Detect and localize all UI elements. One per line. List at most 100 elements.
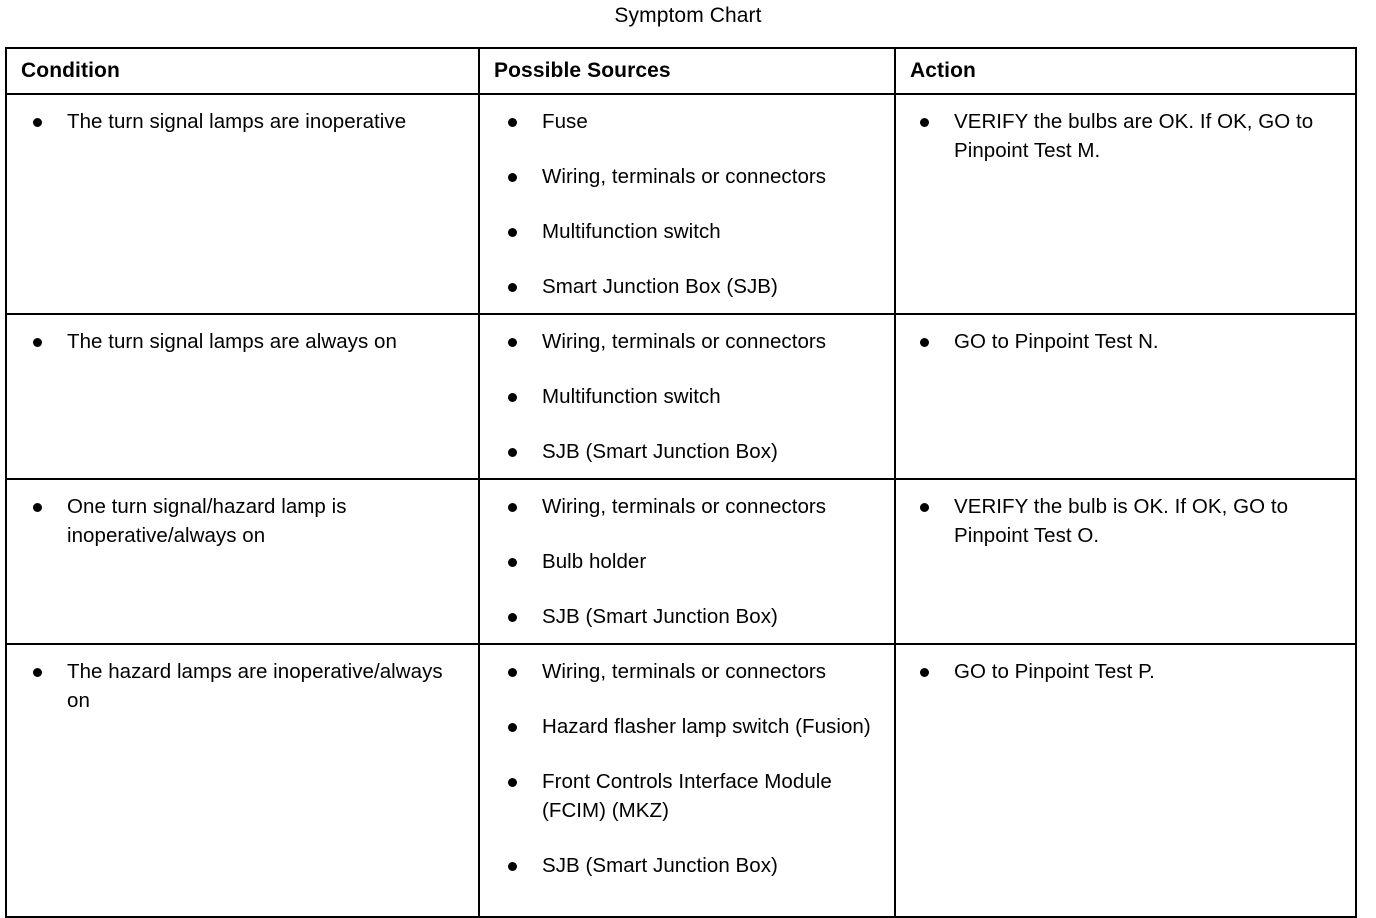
bullet-icon	[508, 338, 517, 347]
cell-condition: The hazard lamps are inoperative/always …	[5, 643, 480, 918]
sources-list: Wiring, terminals or connectors Multifun…	[480, 315, 894, 478]
bullet-icon	[508, 668, 517, 677]
table-header: Condition Possible Sources Action	[5, 47, 1357, 95]
action-list: GO to Pinpoint Test P.	[896, 645, 1355, 698]
bullet-icon	[920, 668, 929, 677]
list-item: The hazard lamps are inoperative/always …	[33, 657, 470, 715]
list-item-text: Fuse	[542, 110, 588, 133]
list-item-text: SJB (Smart Junction Box)	[542, 854, 778, 877]
list-item: Front Controls Interface Module (FCIM) (…	[508, 767, 886, 825]
table-row: One turn signal/hazard lamp is inoperati…	[5, 478, 1357, 645]
symptom-chart-table: Condition Possible Sources Action	[5, 47, 1357, 918]
list-item-text: Front Controls Interface Module (FCIM) (…	[542, 770, 832, 822]
bullet-icon	[508, 613, 517, 622]
list-item-text: SJB (Smart Junction Box)	[542, 440, 778, 463]
list-item-text: Smart Junction Box (SJB)	[542, 275, 778, 298]
list-item-text: The hazard lamps are inoperative/always …	[67, 660, 443, 712]
list-item: The turn signal lamps are always on	[33, 327, 470, 356]
bullet-icon	[508, 228, 517, 237]
cell-possible-sources: Wiring, terminals or connectors Bulb hol…	[478, 478, 896, 645]
column-header-condition-label: Condition	[21, 59, 120, 82]
list-item: SJB (Smart Junction Box)	[508, 851, 886, 880]
table-row: The turn signal lamps are always on Wiri…	[5, 313, 1357, 480]
column-header-action: Action	[894, 47, 1357, 95]
list-item-text: GO to Pinpoint Test N.	[954, 330, 1159, 353]
bullet-icon	[508, 503, 517, 512]
bullet-icon	[920, 338, 929, 347]
list-item: Multifunction switch	[508, 382, 886, 411]
cell-action: GO to Pinpoint Test N.	[894, 313, 1357, 480]
list-item: Fuse	[508, 107, 886, 136]
condition-list: One turn signal/hazard lamp is inoperati…	[7, 480, 478, 562]
bullet-icon	[920, 503, 929, 512]
list-item-text: One turn signal/hazard lamp is inoperati…	[67, 495, 347, 547]
cell-condition: One turn signal/hazard lamp is inoperati…	[5, 478, 480, 645]
column-header-possible-sources: Possible Sources	[478, 47, 896, 95]
list-item-text: SJB (Smart Junction Box)	[542, 605, 778, 628]
cell-action: VERIFY the bulbs are OK. If OK, GO to Pi…	[894, 93, 1357, 315]
cell-action: VERIFY the bulb is OK. If OK, GO to Pinp…	[894, 478, 1357, 645]
table-header-row: Condition Possible Sources Action	[5, 47, 1357, 95]
list-item-text: The turn signal lamps are inoperative	[67, 110, 407, 133]
cell-possible-sources: Wiring, terminals or connectors Multifun…	[478, 313, 896, 480]
bullet-icon	[508, 283, 517, 292]
list-item: Hazard flasher lamp switch (Fusion)	[508, 712, 886, 741]
list-item-text: Bulb holder	[542, 550, 647, 573]
sources-list: Wiring, terminals or connectors Hazard f…	[480, 645, 894, 892]
column-header-condition: Condition	[5, 47, 480, 95]
symptom-chart-table-wrapper: Condition Possible Sources Action	[5, 47, 1357, 918]
table-body: The turn signal lamps are inoperative Fu…	[5, 93, 1357, 918]
bullet-icon	[920, 118, 929, 127]
list-item-text: VERIFY the bulbs are OK. If OK, GO to Pi…	[954, 110, 1314, 162]
action-list: VERIFY the bulbs are OK. If OK, GO to Pi…	[896, 95, 1355, 177]
bullet-icon	[508, 118, 517, 127]
bullet-icon	[508, 173, 517, 182]
list-item-text: Hazard flasher lamp switch (Fusion)	[542, 715, 871, 738]
cell-possible-sources: Wiring, terminals or connectors Hazard f…	[478, 643, 896, 918]
action-list: GO to Pinpoint Test N.	[896, 315, 1355, 368]
list-item-text: Wiring, terminals or connectors	[542, 660, 827, 683]
table-row: The hazard lamps are inoperative/always …	[5, 643, 1357, 918]
list-item: The turn signal lamps are inoperative	[33, 107, 470, 136]
list-item-text: Multifunction switch	[542, 385, 721, 408]
list-item-text: Wiring, terminals or connectors	[542, 165, 827, 188]
list-item-text: GO to Pinpoint Test P.	[954, 660, 1155, 683]
cell-possible-sources: Fuse Wiring, terminals or connectors Mul…	[478, 93, 896, 315]
list-item: VERIFY the bulbs are OK. If OK, GO to Pi…	[920, 107, 1347, 165]
list-item: SJB (Smart Junction Box)	[508, 437, 886, 466]
column-header-action-label: Action	[910, 59, 976, 82]
column-header-possible-sources-label: Possible Sources	[494, 59, 671, 82]
cell-action: GO to Pinpoint Test P.	[894, 643, 1357, 918]
bullet-icon	[508, 393, 517, 402]
bullet-icon	[508, 862, 517, 871]
bullet-icon	[33, 503, 42, 512]
bullet-icon	[33, 338, 42, 347]
bullet-icon	[33, 668, 42, 677]
sources-list: Wiring, terminals or connectors Bulb hol…	[480, 480, 894, 643]
condition-list: The turn signal lamps are inoperative	[7, 95, 478, 148]
cell-condition: The turn signal lamps are always on	[5, 313, 480, 480]
cell-condition: The turn signal lamps are inoperative	[5, 93, 480, 315]
list-item: SJB (Smart Junction Box)	[508, 602, 886, 631]
bullet-icon	[508, 448, 517, 457]
list-item: VERIFY the bulb is OK. If OK, GO to Pinp…	[920, 492, 1347, 550]
list-item: Wiring, terminals or connectors	[508, 492, 886, 521]
condition-list: The hazard lamps are inoperative/always …	[7, 645, 478, 727]
list-item: Smart Junction Box (SJB)	[508, 272, 886, 301]
bullet-icon	[508, 723, 517, 732]
list-item-text: VERIFY the bulb is OK. If OK, GO to Pinp…	[954, 495, 1289, 547]
list-item-text: Multifunction switch	[542, 220, 721, 243]
list-item: Bulb holder	[508, 547, 886, 576]
list-item: Multifunction switch	[508, 217, 886, 246]
list-item: GO to Pinpoint Test P.	[920, 657, 1347, 686]
condition-list: The turn signal lamps are always on	[7, 315, 478, 368]
action-list: VERIFY the bulb is OK. If OK, GO to Pinp…	[896, 480, 1355, 562]
list-item: One turn signal/hazard lamp is inoperati…	[33, 492, 470, 550]
list-item: Wiring, terminals or connectors	[508, 327, 886, 356]
list-item-text: The turn signal lamps are always on	[67, 330, 397, 353]
bullet-icon	[33, 118, 42, 127]
list-item-text: Wiring, terminals or connectors	[542, 330, 827, 353]
bullet-icon	[508, 778, 517, 787]
list-item: GO to Pinpoint Test N.	[920, 327, 1347, 356]
